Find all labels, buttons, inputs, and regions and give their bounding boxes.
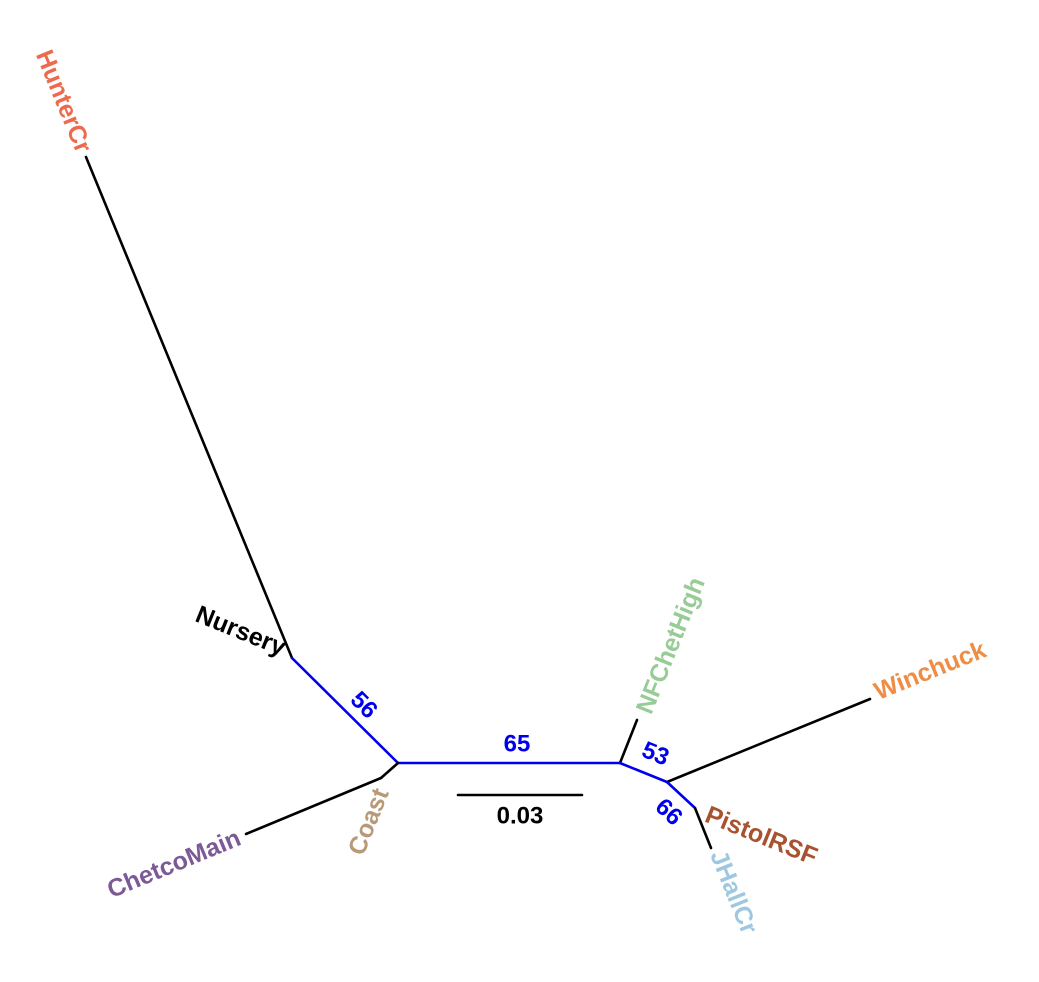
bootstrap-label-66: 66 — [650, 793, 688, 831]
bootstrap-label-53: 53 — [638, 736, 673, 771]
scale-bar-label: 0.03 — [497, 802, 544, 829]
bootstrap-label-56: 56 — [345, 686, 383, 724]
taxon-label-winchuck: Winchuck — [870, 636, 990, 706]
taxon-label-jhallcr: JHallCr — [704, 846, 763, 938]
branch-winchuck — [665, 697, 872, 784]
branch-chetcomain — [244, 776, 383, 836]
branch-right-internal — [618, 761, 669, 784]
taxon-label-chetcomain: ChetcoMain — [103, 824, 245, 904]
taxon-label-nfchethigh: NFChetHigh — [631, 573, 711, 717]
taxon-label-nursery: Nursery — [192, 600, 290, 661]
branch-pistolrsf-jhallcr — [693, 806, 713, 850]
branch-coast-stub — [379, 761, 400, 780]
branch-pistol-jhall-internal — [665, 780, 697, 810]
scale-bar: 0.03 — [456, 793, 584, 829]
taxon-label-coast: Coast — [343, 784, 395, 860]
branch-nfchethigh — [618, 718, 639, 765]
branches — [84, 155, 872, 850]
branch-huntercr — [84, 155, 294, 660]
bootstrap-label-65: 65 — [504, 730, 531, 757]
branch-nursery-internal — [290, 656, 400, 765]
taxon-label-huntercr: HunterCr — [30, 46, 97, 157]
